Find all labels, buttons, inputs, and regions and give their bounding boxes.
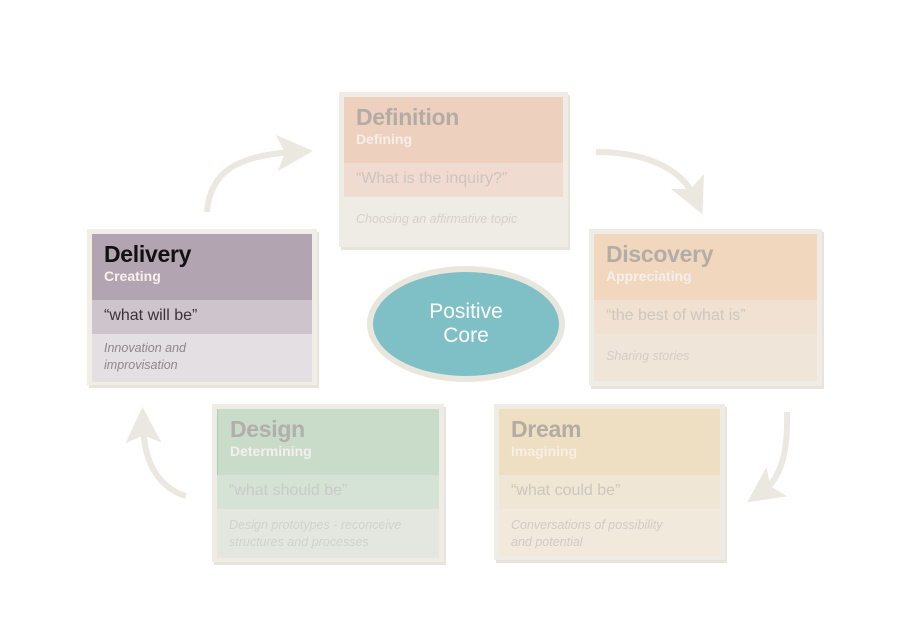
stage-description-line: Innovation and bbox=[104, 341, 187, 355]
stage-description-line: and potential bbox=[511, 535, 583, 549]
stage-description: Design prototypes - reconceive structure… bbox=[217, 509, 439, 558]
stage-question: “what should be” bbox=[217, 475, 439, 509]
arrow-discovery-to-dream bbox=[747, 411, 791, 503]
stage-title: Discovery bbox=[606, 241, 714, 267]
arrow-definition-to-discovery bbox=[595, 149, 704, 215]
stage-description: Conversations of possibility and potenti… bbox=[499, 509, 720, 556]
stage-box-design: Design Determining “what should be” Desi… bbox=[212, 404, 444, 562]
stage-box-definition: Definition Defining “What is the inquiry… bbox=[339, 92, 568, 247]
stage-box-dream: Dream Imagining “what could be” Conversa… bbox=[494, 404, 725, 560]
positive-core-line: Positive bbox=[429, 300, 503, 323]
stage-header: Discovery Appreciating bbox=[594, 234, 817, 300]
stage-box-delivery: Delivery Creating “what will be” Innovat… bbox=[87, 229, 317, 385]
stage-question: “What is the inquiry?” bbox=[344, 163, 563, 197]
positive-core-ellipse: Positive Core bbox=[367, 266, 565, 382]
stage-header: Definition Defining bbox=[344, 97, 563, 163]
stage-subtitle: Creating bbox=[104, 268, 161, 284]
stage-description: Choosing an affirmative topic bbox=[356, 212, 518, 226]
stage-question: “the best of what is” bbox=[594, 300, 817, 334]
stage-subtitle: Determining bbox=[230, 443, 312, 459]
arrow-delivery-to-definition bbox=[204, 135, 313, 213]
stage-title: Design bbox=[230, 416, 305, 442]
stage-header: Dream Imagining bbox=[499, 409, 720, 475]
stage-description-line: Conversations of possibility bbox=[511, 518, 663, 532]
stage-description-line: structures and processes bbox=[229, 535, 369, 549]
positive-core-line: Core bbox=[443, 324, 489, 347]
stage-question: “what will be” bbox=[92, 300, 312, 334]
stage-question: “what could be” bbox=[499, 475, 720, 509]
stage-subtitle: Appreciating bbox=[606, 268, 692, 284]
stage-header: Delivery Creating bbox=[92, 234, 312, 300]
stage-header: Design Determining bbox=[217, 409, 439, 475]
stage-subtitle: Defining bbox=[356, 131, 412, 147]
stage-subtitle: Imagining bbox=[511, 443, 578, 459]
arrow-design-to-delivery bbox=[125, 407, 187, 499]
positive-core-label: Positive Core bbox=[373, 272, 559, 376]
stage-description: Sharing stories bbox=[594, 334, 817, 381]
stage-description-line: Design prototypes - reconceive bbox=[229, 518, 402, 532]
stage-title: Definition bbox=[356, 104, 460, 130]
stage-title: Dream bbox=[511, 416, 582, 442]
stage-description-line: improvisation bbox=[104, 358, 178, 372]
stage-title: Delivery bbox=[104, 241, 192, 267]
stage-description: Innovation and improvisation bbox=[92, 334, 312, 382]
stage-box-discovery: Discovery Appreciating “the best of what… bbox=[589, 229, 822, 386]
